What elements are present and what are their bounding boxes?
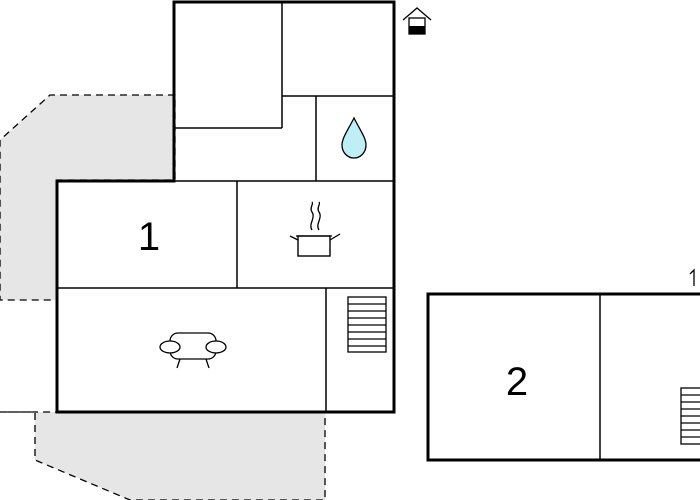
water-drop-icon — [341, 116, 367, 159]
terrace-lower — [0, 411, 326, 500]
terrace — [0, 94, 326, 500]
outer-wall — [55, 0, 396, 414]
floor-label-2: 2 — [506, 360, 528, 404]
house-icon — [402, 7, 432, 35]
floor-label-1: 1 — [138, 215, 160, 259]
floor-2-plan: 2 — [426, 268, 700, 462]
terrace-upper — [0, 94, 176, 301]
outer-wall — [426, 292, 700, 462]
stairs-icon — [680, 387, 700, 445]
sofa-icon — [159, 332, 227, 369]
cooking-pot-icon — [289, 201, 341, 257]
floor-1-plan: 1 — [55, 0, 396, 414]
stairs-icon — [347, 296, 387, 353]
arrow-icon — [689, 268, 695, 286]
